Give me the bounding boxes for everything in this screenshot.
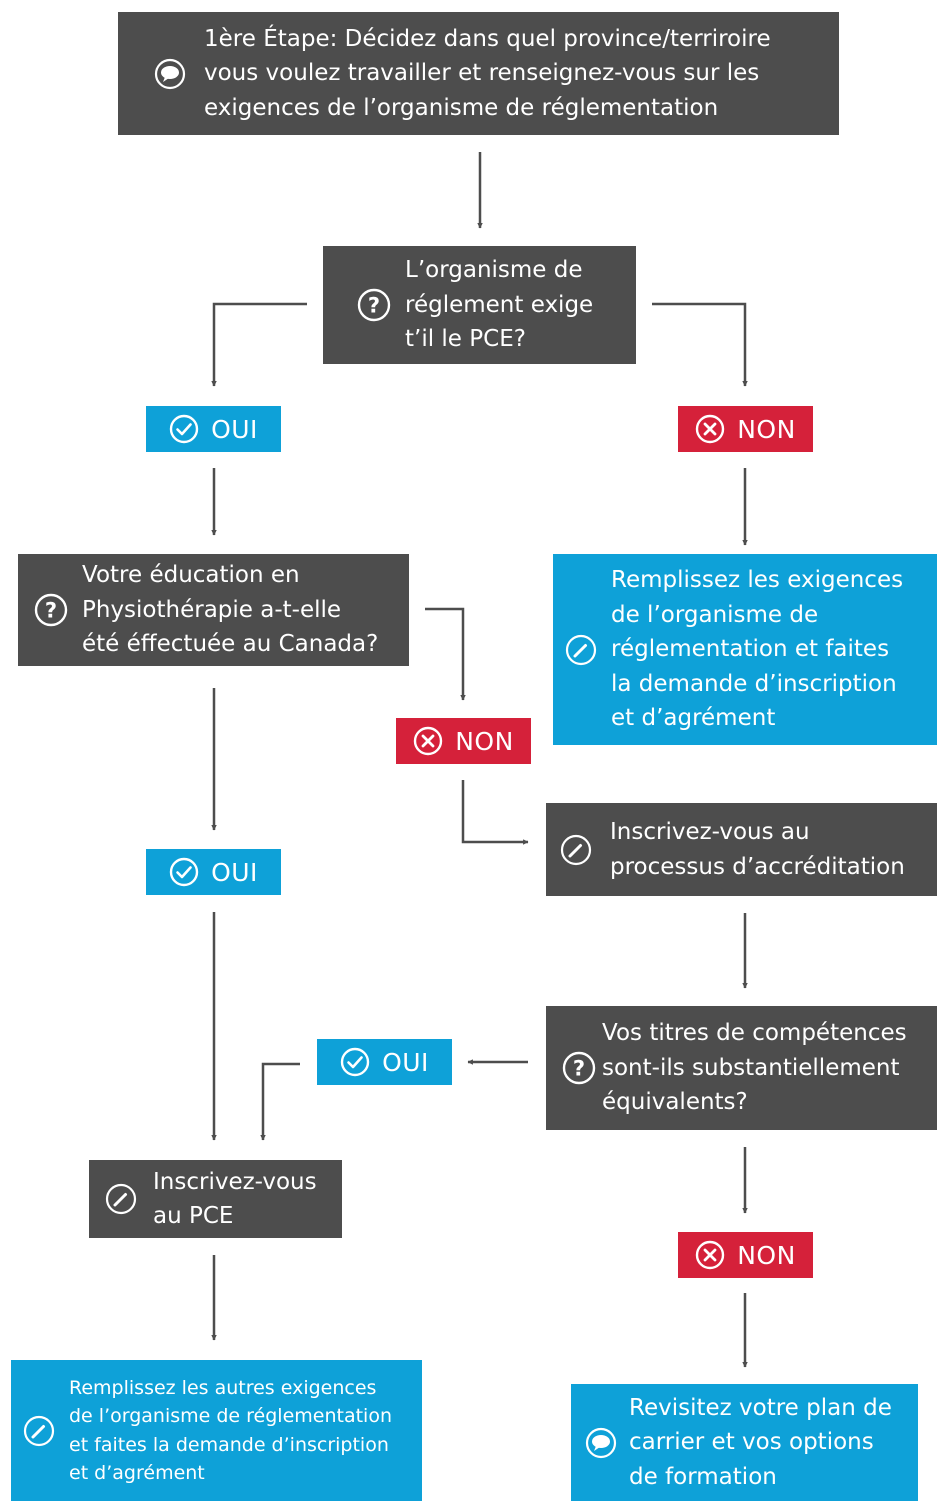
svg-text:?: ? (573, 1057, 585, 1081)
fill-other-text: Remplissez les autres exigences de l’org… (69, 1376, 392, 1485)
no-badge-3: NON (678, 1232, 813, 1278)
arrow-education-to-non (425, 607, 466, 701)
pencil-icon (105, 1183, 137, 1215)
question-icon: ? (34, 593, 68, 627)
fill-requirements-text: Remplissez les exigences de l’organisme … (611, 567, 904, 732)
check-circle-icon (340, 1047, 370, 1077)
yes-badge-2: OUI (146, 849, 281, 895)
no-badge-2: NON (396, 718, 531, 764)
fill-other-box: Remplissez les autres exigences de l’org… (11, 1360, 422, 1501)
question-education-text: Votre éducation en Physiothérapie a-t-el… (82, 562, 379, 658)
accreditation-text: Inscrivez-vous au processus d’accréditat… (610, 819, 905, 880)
pencil-icon (23, 1415, 55, 1446)
yes-label: OUI (211, 414, 258, 444)
step1-text: 1ère Étape: Décidez dans quel province/t… (204, 25, 771, 121)
svg-text:?: ? (45, 599, 57, 623)
check-circle-icon (169, 857, 199, 887)
revisit-text: Revisitez votre plan de carrier et vos o… (629, 1394, 892, 1490)
arrow-non-to-accreditation (461, 780, 529, 845)
speech-bubble-icon (154, 58, 186, 89)
fill-requirements-box: Remplissez les exigences de l’organisme … (553, 554, 937, 745)
x-circle-icon (696, 1240, 725, 1270)
yes-label: OUI (382, 1047, 429, 1077)
no-label: NON (737, 1240, 796, 1270)
step1-box: 1ère Étape: Décidez dans quel province/t… (118, 12, 839, 135)
x-circle-icon (696, 414, 725, 444)
question-pce-box: ? L’organisme de réglement exige t’il le… (323, 246, 636, 364)
no-badge-1: NON (678, 406, 813, 452)
no-label: NON (455, 726, 514, 756)
speech-bubble-icon (585, 1427, 617, 1458)
arrow-question-to-oui (211, 302, 307, 387)
arrow-question-to-non (652, 302, 748, 387)
question-equivalent-text: Vos titres de compétences sont-ils subst… (602, 1020, 907, 1116)
revisit-box: Revisitez votre plan de carrier et vos o… (571, 1384, 918, 1501)
arrow-oui-to-pce-2 (260, 1062, 300, 1141)
register-pce-text: Inscrivez-vous au PCE (153, 1168, 317, 1230)
question-pce-text: L’organisme de réglement exige t’il le P… (405, 257, 594, 353)
question-icon: ? (562, 1051, 596, 1085)
yes-badge-3: OUI (317, 1039, 452, 1085)
svg-text:?: ? (368, 294, 380, 318)
x-circle-icon (414, 726, 443, 756)
question-equivalent-box: ? Vos titres de compétences sont-ils sub… (546, 1006, 937, 1130)
question-icon: ? (357, 288, 391, 322)
yes-badge-1: OUI (146, 406, 281, 452)
yes-label: OUI (211, 857, 258, 887)
pencil-icon (565, 634, 597, 665)
register-pce-box: Inscrivez-vous au PCE (89, 1160, 342, 1238)
no-label: NON (737, 414, 796, 444)
pencil-icon (560, 834, 592, 865)
question-education-box: ? Votre éducation en Physiothérapie a-t-… (18, 554, 409, 666)
check-circle-icon (169, 414, 199, 444)
accreditation-box: Inscrivez-vous au processus d’accréditat… (546, 803, 937, 896)
